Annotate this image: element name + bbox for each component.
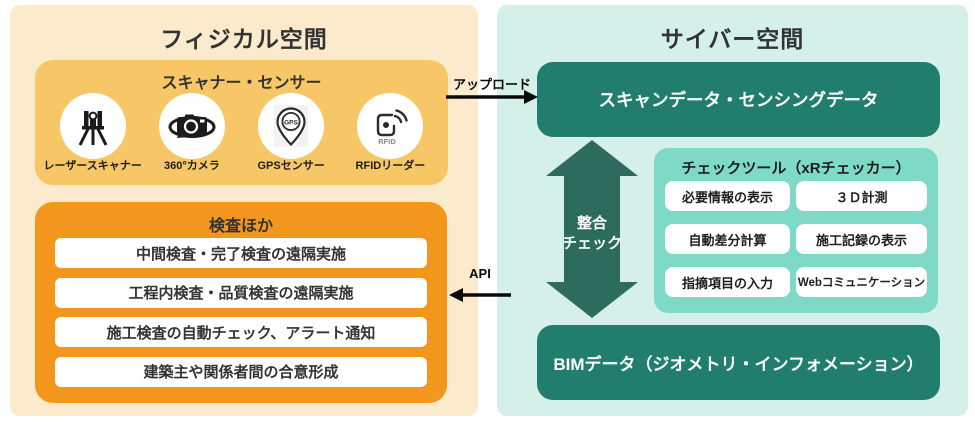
upload-arrow-label: アップロード [452, 77, 531, 92]
consistency-check-label: 整合 チェック [546, 214, 638, 253]
check-tool-grid: 必要情報の表示 ３Ｄ計測 自動差分計算 施工記録の表示 指摘項目の入力 Webコ… [665, 181, 927, 297]
check-tool-pill: 指摘項目の入力 [665, 267, 790, 297]
cyber-space-title: サイバー空間 [660, 26, 805, 52]
laser-scanner-label: レーザースキャナー [43, 160, 142, 172]
physical-space-title: フィジカル空間 [160, 26, 328, 52]
scanner-sensor-title: スキャナー・センサー [161, 75, 322, 92]
scan-data-box: スキャンデータ・センシングデータ [537, 62, 940, 137]
gps-badge: GPS [284, 119, 298, 126]
check-tool-pill: Webコミュニケーション [796, 267, 927, 297]
check-tool-pill: 必要情報の表示 [665, 181, 790, 211]
api-arrow-label: API [469, 266, 491, 281]
inspection-row: 建築主や関係者間の合意形成 [55, 356, 427, 387]
check-tool-pill: 施工記録の表示 [796, 224, 927, 254]
camera-360-icon [158, 93, 225, 159]
rfid-reader-label: RFIDリーダー [355, 160, 426, 172]
scanner-item-laser: レーザースキャナー [43, 93, 142, 173]
rfid-tag-icon: RFID [357, 93, 424, 159]
gps-pin-icon: GPS [258, 93, 325, 159]
check-tool-pill: 自動差分計算 [665, 224, 790, 254]
inspection-row: 施工検査の自動チェック、アラート通知 [55, 317, 427, 347]
check-tool-title: チェックツール（xRチェッカー） [681, 160, 911, 177]
rfid-badge: RFID [379, 137, 397, 146]
inspection-row: 中間検査・完了検査の遠隔実施 [55, 238, 427, 268]
inspection-box-title: 検査ほか [208, 218, 273, 235]
bim-data-box: BIMデータ（ジオメトリ・インフォメーション） [537, 325, 940, 400]
gps-sensor-label: GPSセンサー [257, 160, 325, 172]
inspection-rows: 中間検査・完了検査の遠隔実施 工程内検査・品質検査の遠隔実施 施工検査の自動チェ… [55, 238, 427, 387]
upload-arrow-icon [446, 90, 538, 104]
scanner-item-camera360: 360°カメラ [142, 93, 241, 173]
api-arrow-icon [449, 288, 511, 302]
scanner-item-gps: GPS GPSセンサー [242, 93, 341, 173]
laser-scanner-icon [59, 93, 126, 159]
check-tool-box: チェックツール（xRチェッカー） 必要情報の表示 ３Ｄ計測 自動差分計算 施工記… [654, 148, 938, 313]
consistency-check-line1: 整合 [576, 215, 607, 232]
check-tool-pill: ３Ｄ計測 [796, 181, 927, 211]
inspection-row: 工程内検査・品質検査の遠隔実施 [55, 277, 427, 308]
scanner-items: レーザースキャナー 360°カメラ [43, 93, 440, 173]
inspection-box: 検査ほか 中間検査・完了検査の遠隔実施 工程内検査・品質検査の遠隔実施 施工検査… [35, 202, 447, 403]
scanner-item-rfid: RFID RFIDリーダー [341, 93, 440, 173]
consistency-check-line2: チェック [561, 234, 622, 252]
camera-360-label: 360°カメラ [163, 160, 220, 172]
scanner-sensor-box: スキャナー・センサー レーザースキャナー [35, 60, 448, 185]
physical-space-panel: フィジカル空間 スキャナー・センサー レーザースキャナ [10, 5, 478, 416]
consistency-check-arrow-icon [546, 140, 638, 318]
